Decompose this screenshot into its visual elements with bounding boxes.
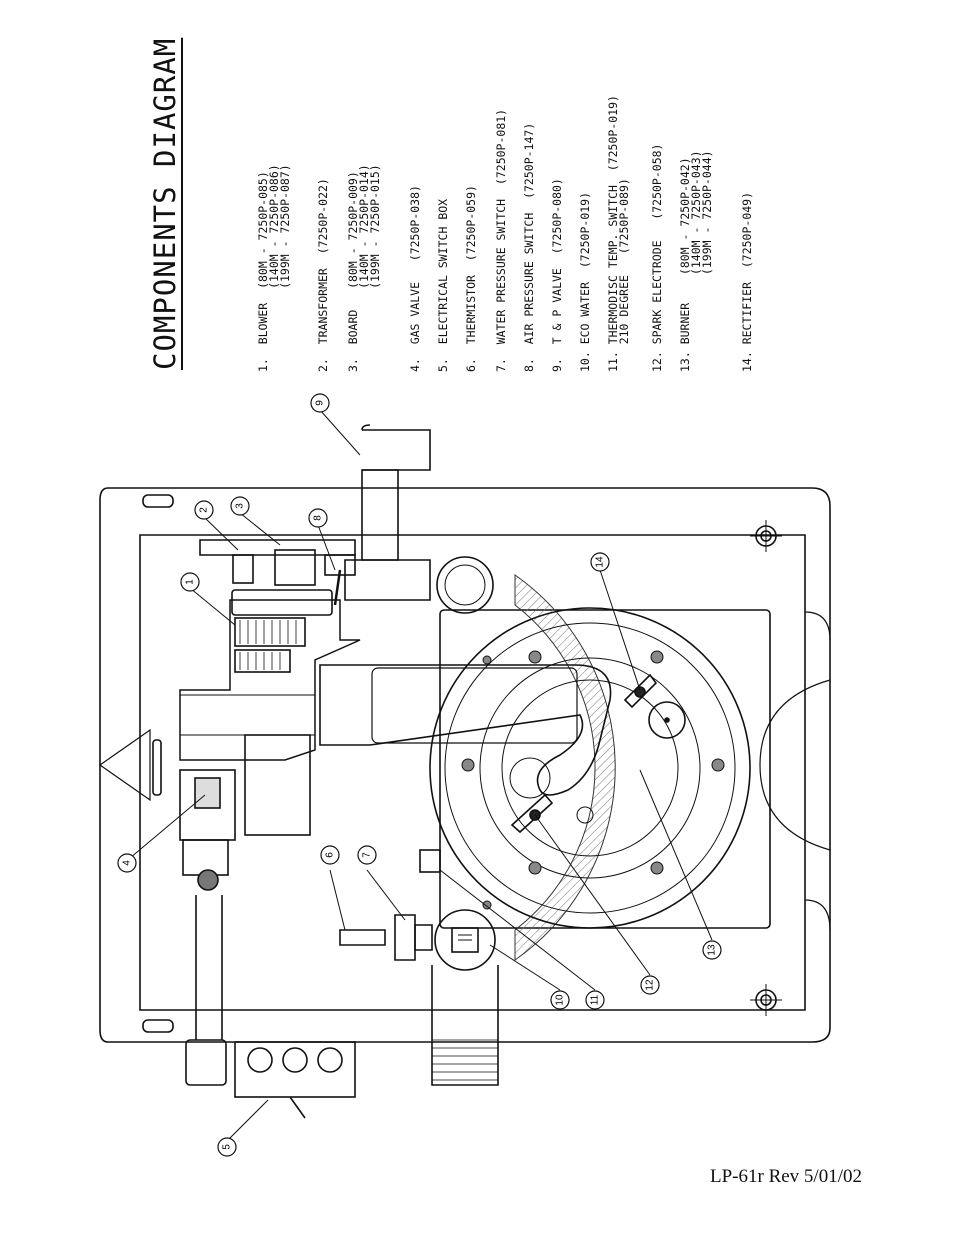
callout-9: 9 — [310, 393, 330, 413]
callout-2: 2 — [194, 500, 214, 520]
leader-line — [203, 516, 239, 551]
control-board — [199, 539, 356, 556]
spark-electrode — [510, 793, 554, 834]
callout-number: 5 — [222, 1144, 233, 1150]
callout-13: 13 — [702, 940, 722, 960]
callout-number: 4 — [122, 860, 133, 866]
mounting-hole — [750, 520, 782, 552]
callout-number: 12 — [645, 979, 656, 991]
leader-line — [599, 569, 641, 691]
support-bracket — [98, 728, 151, 802]
leader-line — [317, 524, 336, 571]
callout-number: 6 — [325, 852, 336, 858]
tp-valve-pipe — [361, 469, 399, 561]
callout-number: 14 — [595, 556, 606, 568]
callout-8: 8 — [308, 508, 328, 528]
callout-12: 12 — [640, 975, 660, 995]
callout-3: 3 — [230, 496, 250, 516]
leader-line — [439, 869, 596, 991]
callout-number: 3 — [235, 503, 246, 509]
leader-line — [329, 869, 346, 931]
water-pressure-switch — [394, 914, 416, 961]
callout-number: 9 — [315, 400, 326, 406]
thermistor — [339, 929, 386, 946]
leader-line — [534, 814, 651, 976]
callout-14: 14 — [590, 552, 610, 572]
burner-center-port — [648, 701, 686, 739]
leader-line — [489, 944, 561, 991]
leader-line — [319, 409, 361, 456]
mounting-foot — [142, 1019, 174, 1033]
callout-number: 11 — [590, 994, 601, 1005]
callout-number: 2 — [199, 507, 210, 513]
leader-line — [129, 794, 206, 859]
blower-duct — [319, 664, 612, 796]
callout-4: 4 — [117, 853, 137, 873]
insulation-ring — [514, 574, 616, 961]
water-outlet-fitting — [434, 909, 496, 971]
callout-number: 1 — [185, 579, 196, 585]
electrical-switch-box — [234, 1041, 356, 1098]
leader-line — [639, 769, 713, 941]
mounting-foot — [142, 494, 174, 508]
callout-number: 10 — [555, 994, 566, 1006]
callout-7: 7 — [357, 845, 377, 865]
callout-10: 10 — [550, 990, 570, 1010]
water-outlet-pipe — [431, 965, 499, 1086]
rectifier — [623, 673, 658, 709]
callout-number: 7 — [362, 852, 373, 858]
cabinet-inner-panel — [139, 534, 806, 1011]
cabinet-outline — [99, 487, 831, 1043]
burner-plate — [429, 607, 751, 929]
callout-number: 8 — [313, 515, 324, 521]
mounting-hole — [750, 984, 782, 1016]
leader-line — [227, 1099, 269, 1141]
leader-line — [189, 587, 236, 626]
leader-line — [366, 869, 406, 921]
revision-footer: LP-61r Rev 5/01/02 — [710, 1166, 862, 1187]
callout-number: 13 — [707, 944, 718, 956]
leader-line — [239, 512, 281, 546]
callout-5: 5 — [217, 1137, 237, 1157]
gas-inlet-pipe — [195, 895, 223, 1040]
blower-assembly — [179, 599, 361, 761]
callout-1: 1 — [180, 572, 200, 592]
callout-6: 6 — [320, 845, 340, 865]
callout-11: 11 — [585, 990, 605, 1010]
